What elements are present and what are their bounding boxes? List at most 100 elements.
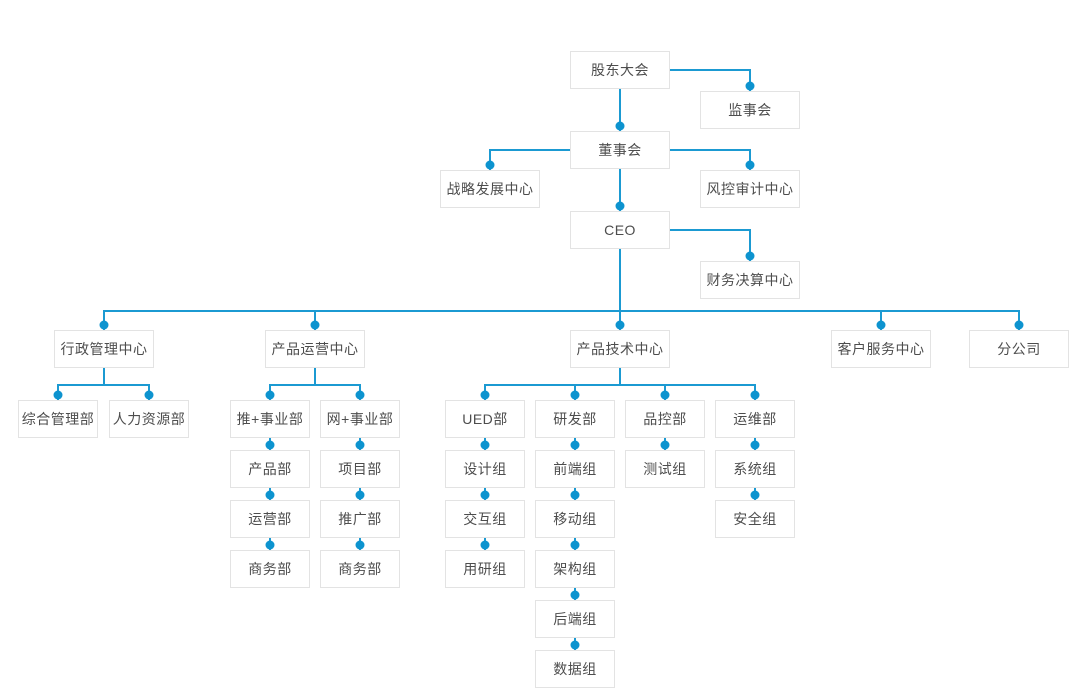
- org-node-label: 战略发展中心: [446, 181, 534, 197]
- org-node-label: 运维部: [733, 411, 777, 427]
- connector-admin-center--general-admin-dept: [57, 368, 105, 400]
- connector-ceo--finance-center: [670, 229, 751, 261]
- org-node-label: 前端组: [553, 461, 597, 477]
- org-node-label: 用研组: [463, 561, 507, 577]
- connector-dot-board-of-directors: [615, 121, 625, 131]
- org-node-label: 监事会: [728, 102, 772, 118]
- org-node-testing-group: 测试组: [625, 450, 705, 488]
- connector-dot-general-admin-dept: [53, 390, 63, 400]
- connector-dot-product-dept: [265, 440, 275, 450]
- connector-ops-center--wang-division: [314, 368, 361, 400]
- org-node-label: 移动组: [553, 511, 597, 527]
- connector-dot-tech-center: [615, 320, 625, 330]
- org-node-label: 商务部: [338, 561, 382, 577]
- connector-dot-finance-center: [745, 251, 755, 261]
- org-node-label: 产品运营中心: [271, 341, 359, 357]
- org-node-label: 架构组: [553, 561, 597, 577]
- org-node-label: 客户服务中心: [837, 341, 925, 357]
- connector-dot-ceo: [615, 201, 625, 211]
- org-node-label: 行政管理中心: [60, 341, 148, 357]
- org-node-rd-dept: 研发部: [535, 400, 615, 438]
- connector-shareholders--supervisory-board: [670, 69, 751, 91]
- org-node-tui-division: 推+事业部: [230, 400, 310, 438]
- org-node-label: 财务决算中心: [706, 272, 794, 288]
- org-node-finance-center: 财务决算中心: [700, 261, 800, 299]
- connector-dot-data-group: [570, 640, 580, 650]
- org-node-backend-group: 后端组: [535, 600, 615, 638]
- org-node-product-dept: 产品部: [230, 450, 310, 488]
- org-node-label: 综合管理部: [21, 411, 95, 427]
- connector-board-of-directors--risk-audit-center: [670, 149, 751, 170]
- org-node-label: 运营部: [248, 511, 292, 527]
- connector-dot-wang-division: [355, 390, 365, 400]
- org-node-qc-dept: 品控部: [625, 400, 705, 438]
- org-node-ceo: CEO: [570, 211, 670, 249]
- connector-tech-center--devops-dept: [619, 368, 756, 400]
- connector-dot-architecture-group: [570, 540, 580, 550]
- org-node-label: 推+事业部: [236, 411, 304, 427]
- org-node-label: 研发部: [553, 411, 597, 427]
- org-node-label: 风控审计中心: [706, 181, 794, 197]
- org-node-ops-center: 产品运营中心: [265, 330, 365, 368]
- org-node-supervisory-board: 监事会: [700, 91, 800, 129]
- org-node-label: 系统组: [733, 461, 777, 477]
- org-node-architecture-group: 架构组: [535, 550, 615, 588]
- org-node-label: 项目部: [338, 461, 382, 477]
- org-node-operations-dept: 运营部: [230, 500, 310, 538]
- connector-dot-security-group: [750, 490, 760, 500]
- connector-dot-hr-dept: [144, 390, 154, 400]
- org-node-label: 分公司: [997, 341, 1041, 357]
- connector-ops-center--tui-division: [269, 368, 316, 400]
- connector-dot-testing-group: [660, 440, 670, 450]
- org-node-devops-dept: 运维部: [715, 400, 795, 438]
- org-node-admin-center: 行政管理中心: [54, 330, 154, 368]
- org-node-system-group: 系统组: [715, 450, 795, 488]
- org-node-label: 设计组: [463, 461, 507, 477]
- org-node-security-group: 安全组: [715, 500, 795, 538]
- org-node-tech-center: 产品技术中心: [570, 330, 670, 368]
- org-node-business-dept-1: 商务部: [230, 550, 310, 588]
- org-node-promotion-dept: 推广部: [320, 500, 400, 538]
- connector-dot-ops-center: [310, 320, 320, 330]
- org-node-frontend-group: 前端组: [535, 450, 615, 488]
- connector-dot-risk-audit-center: [745, 160, 755, 170]
- org-node-strategy-center: 战略发展中心: [440, 170, 540, 208]
- org-node-service-center: 客户服务中心: [831, 330, 931, 368]
- org-node-label: CEO: [604, 222, 636, 238]
- org-node-board-of-directors: 董事会: [570, 131, 670, 169]
- connector-dot-promotion-dept: [355, 490, 365, 500]
- org-node-data-group: 数据组: [535, 650, 615, 688]
- org-node-label: 后端组: [553, 611, 597, 627]
- org-node-interaction-group: 交互组: [445, 500, 525, 538]
- connector-dot-system-group: [750, 440, 760, 450]
- connector-dot-backend-group: [570, 590, 580, 600]
- connector-dot-mobile-group: [570, 490, 580, 500]
- connector-dot-service-center: [876, 320, 886, 330]
- connector-tech-center--rd-dept: [574, 368, 621, 400]
- connector-dot-business-dept-2: [355, 540, 365, 550]
- org-node-label: 股东大会: [591, 62, 649, 78]
- org-node-label: 测试组: [643, 461, 687, 477]
- org-node-mobile-group: 移动组: [535, 500, 615, 538]
- connector-dot-tui-division: [265, 390, 275, 400]
- org-node-shareholders: 股东大会: [570, 51, 670, 89]
- connector-board-of-directors--strategy-center: [489, 149, 570, 170]
- org-node-user-research-group: 用研组: [445, 550, 525, 588]
- org-node-label: 产品部: [248, 461, 292, 477]
- connector-dot-business-dept-1: [265, 540, 275, 550]
- connector-ceo--admin-center: [103, 249, 621, 330]
- org-node-wang-division: 网+事业部: [320, 400, 400, 438]
- org-node-label: UED部: [462, 411, 508, 427]
- org-node-label: 推广部: [338, 511, 382, 527]
- connector-dot-branch-company: [1014, 320, 1024, 330]
- org-node-general-admin-dept: 综合管理部: [18, 400, 98, 438]
- org-node-hr-dept: 人力资源部: [109, 400, 189, 438]
- connector-dot-frontend-group: [570, 440, 580, 450]
- org-node-design-group: 设计组: [445, 450, 525, 488]
- connector-ceo--ops-center: [314, 249, 621, 330]
- org-node-label: 董事会: [598, 142, 642, 158]
- connector-dot-ued-dept: [480, 390, 490, 400]
- org-node-risk-audit-center: 风控审计中心: [700, 170, 800, 208]
- connector-dot-design-group: [480, 440, 490, 450]
